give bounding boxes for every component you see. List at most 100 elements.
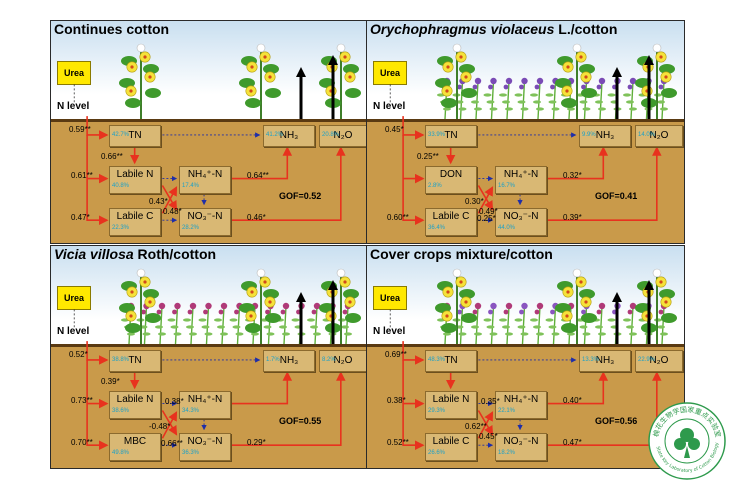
cover-crop-flower: [505, 77, 513, 85]
cover-crop-flower: [187, 309, 193, 315]
coef-cross1: 0.62**: [465, 422, 487, 431]
cover-crop-stem: [236, 305, 241, 344]
cotton-flower: [655, 51, 667, 63]
cover-crop-leaf: [548, 325, 557, 329]
coef-tn-a: 0.66**: [101, 152, 123, 161]
cover-crop-leaf: [489, 332, 498, 336]
cover-crop-flower: [658, 84, 664, 90]
cover-crop-stem: [459, 305, 464, 344]
cover-crop-leaf: [660, 332, 668, 336]
node-label: TN: [444, 355, 458, 366]
node-percent: 20.8%: [322, 132, 340, 138]
cover-crop-leaf: [201, 325, 210, 329]
cover-crop-stem: [537, 305, 541, 344]
cotton-flower: [339, 276, 351, 288]
cover-crop-flower: [282, 302, 290, 310]
cotton-boll: [336, 43, 346, 53]
cotton-flower: [125, 310, 137, 322]
cover-crop-leaf: [458, 332, 467, 336]
cotton-leaf: [239, 78, 255, 88]
cover-crop-leaf: [517, 325, 526, 329]
cotton-leaf: [555, 303, 571, 313]
emission-arrow-head: [296, 292, 306, 302]
cotton-flower: [126, 286, 138, 298]
coef-nh4-nh3: 0.40*: [563, 396, 582, 405]
cover-crop-flower: [658, 309, 664, 315]
cover-crop-leaf: [548, 100, 557, 104]
cover-crop-flower: [220, 302, 228, 310]
cotton-leaf: [459, 64, 475, 74]
cover-crop-leaf: [660, 107, 668, 111]
coef-a-no3: 0.25*: [477, 214, 496, 223]
node-percent: 48.3%: [428, 357, 446, 363]
cover-crop-stem: [267, 305, 272, 344]
cover-crop-flower: [488, 309, 493, 315]
cotton-leaf: [343, 64, 359, 74]
cotton-flower: [339, 51, 351, 63]
node-percent: 38.6%: [112, 408, 130, 414]
cover-crop-stem: [490, 80, 495, 119]
cover-crop-leaf: [471, 100, 479, 104]
cotton-flower: [325, 310, 337, 322]
cover-crop-leaf: [582, 332, 591, 336]
cover-crop-leaf: [183, 318, 191, 322]
cotton-flower: [455, 276, 467, 288]
title-italic: Vicia villosa: [54, 246, 134, 262]
cotton-flower: [139, 276, 151, 288]
cotton-leaf: [265, 313, 281, 323]
cover-crop-leaf: [595, 100, 603, 104]
coef-tn: 0.52*: [69, 350, 88, 359]
cover-crop-leaf: [186, 325, 194, 329]
cover-crop-leaf: [214, 318, 222, 322]
cover-crop-leaf: [530, 318, 538, 322]
emission-arrow-head: [644, 280, 654, 290]
coef-lv-b: 0.60**: [387, 213, 409, 222]
emission-arrow-head: [296, 67, 306, 77]
title-rest: Roth/cotton: [133, 246, 217, 262]
node-label: NH₃: [595, 130, 615, 141]
cover-crop-leaf: [626, 100, 634, 104]
cover-crop-leaf: [607, 93, 616, 97]
cover-crop-flower: [519, 309, 524, 315]
node-percent: 36.3%: [182, 450, 200, 456]
cover-crop-leaf: [471, 325, 479, 329]
cover-crop-flower: [629, 302, 637, 310]
coef-tn: 0.45*: [385, 125, 404, 134]
node-percent: 26.6%: [428, 450, 446, 456]
coef-tn-a: 0.25**: [417, 152, 439, 161]
coef-tn: 0.69**: [385, 350, 407, 359]
cover-crop-leaf: [220, 332, 228, 336]
cover-crop-stem: [490, 305, 495, 344]
cotton-leaf: [143, 289, 159, 299]
cover-crop-leaf: [629, 332, 637, 336]
cotton-leaf: [435, 78, 451, 88]
node-percent: 2.8%: [428, 183, 442, 189]
coef-a-nh4: 0.35*: [481, 397, 500, 406]
cover-crop-leaf: [443, 107, 451, 111]
panel-title: Continues cotton: [54, 21, 169, 37]
cotton-flower: [246, 286, 258, 298]
node-label: NH₃: [279, 355, 299, 366]
panel-title: Orychophragmus violaceus L./cotton: [370, 21, 617, 37]
node-label: NH₄⁺-N: [503, 169, 539, 180]
cover-crop-leaf: [251, 332, 259, 336]
cover-crop-flower: [629, 77, 637, 85]
cover-crop-stem: [475, 305, 479, 344]
cover-crop-leaf: [474, 332, 482, 336]
cotton-flower: [562, 61, 574, 73]
cover-crop-flower: [203, 309, 208, 315]
cotton-leaf: [245, 98, 261, 108]
cover-crop-leaf: [514, 93, 523, 97]
cotton-leaf: [661, 313, 677, 323]
node-percent: 49.8%: [112, 450, 130, 456]
cover-crop-stem: [583, 305, 588, 344]
cover-crop-leaf: [489, 107, 498, 111]
cotton-leaf: [343, 289, 359, 299]
